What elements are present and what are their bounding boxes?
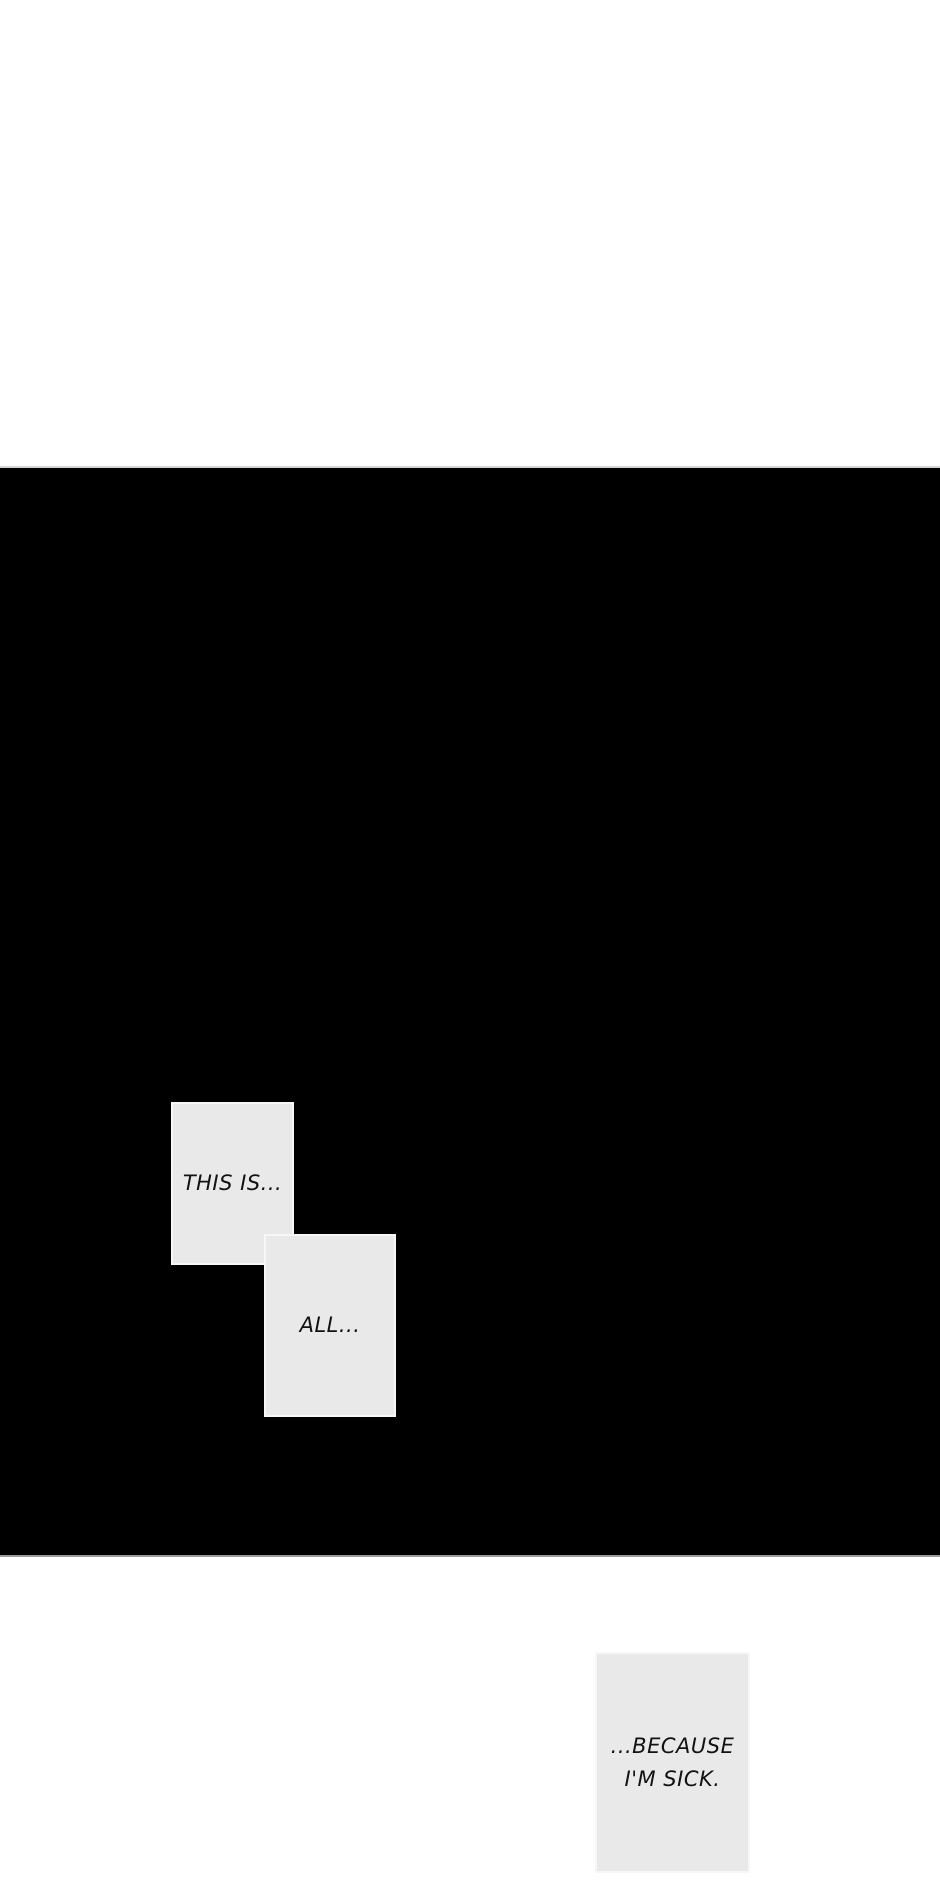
caption-text-because-line1: ...BECAUSE [610,1733,735,1758]
caption-text-because-line2: I'M SICK. [624,1766,721,1791]
caption-box-all: ALL... [264,1234,396,1417]
caption-text-this-is: THIS IS... [182,1171,283,1195]
caption-box-because-im-sick: ...BECAUSE I'M SICK. [595,1652,750,1873]
comic-panel: THIS IS... ALL... ...BECAUSE I'M SICK. [0,466,940,1873]
caption-box-this-is: THIS IS... [171,1102,294,1265]
caption-text-all: ALL... [299,1313,361,1337]
